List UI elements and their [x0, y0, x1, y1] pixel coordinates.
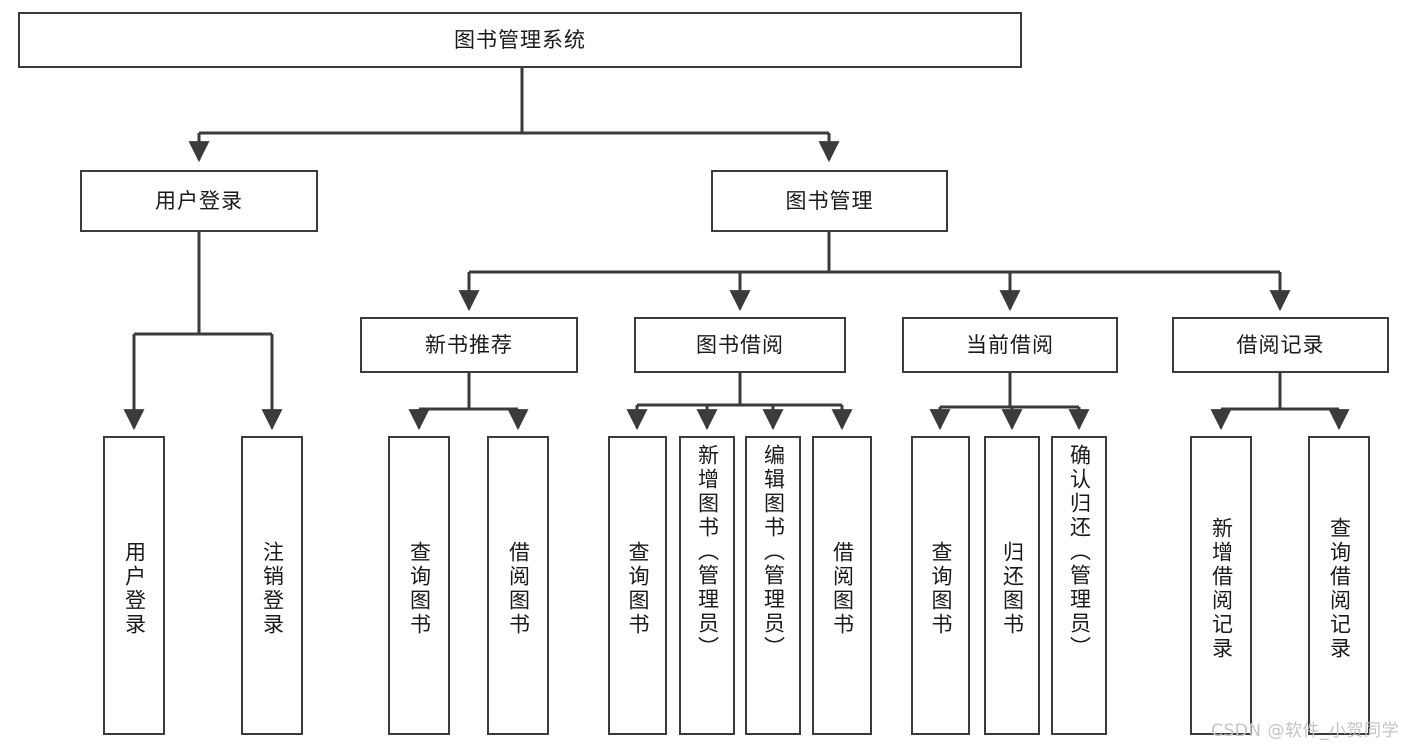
node-leaf-confirm-return-label: 确认归还（管理员）	[1067, 444, 1092, 660]
node-leaf-add-book[interactable]: 新增图书（管理员）	[679, 436, 735, 735]
node-leaf-query-book-borrow-label: 查询图书	[626, 540, 650, 637]
node-leaf-edit-book[interactable]: 编辑图书（管理员）	[745, 436, 801, 735]
node-leaf-logout-label: 注销登录	[260, 540, 285, 637]
node-leaf-add-record[interactable]: 新增借阅记录	[1190, 436, 1252, 735]
node-leaf-borrow-book-label: 借阅图书	[830, 540, 855, 637]
node-leaf-add-book-label: 新增图书（管理员）	[695, 444, 720, 660]
node-leaf-query-record[interactable]: 查询借阅记录	[1308, 436, 1370, 735]
node-new-book-rec-label: 新书推荐	[425, 332, 513, 357]
node-leaf-logout[interactable]: 注销登录	[241, 436, 303, 735]
node-book-manage-label: 图书管理	[785, 188, 874, 213]
watermark-text: CSDN @软件_小贺同学	[1211, 721, 1399, 741]
node-book-manage[interactable]: 图书管理	[711, 170, 948, 232]
node-leaf-borrow-book-rec[interactable]: 借阅图书	[487, 436, 549, 735]
node-leaf-query-record-label: 查询借阅记录	[1327, 516, 1352, 661]
node-leaf-return-book-label: 归还图书	[1000, 540, 1025, 637]
node-leaf-query-book-cur[interactable]: 查询图书	[911, 436, 970, 735]
node-borrow-record-label: 借阅记录	[1236, 332, 1325, 357]
node-leaf-query-book-rec-label: 查询图书	[407, 540, 432, 637]
node-leaf-user-login[interactable]: 用户登录	[103, 436, 165, 735]
node-leaf-confirm-return[interactable]: 确认归还（管理员）	[1051, 436, 1107, 735]
node-leaf-add-record-label: 新增借阅记录	[1209, 516, 1234, 661]
node-root-label: 图书管理系统	[454, 27, 586, 52]
node-leaf-borrow-book[interactable]: 借阅图书	[812, 436, 872, 735]
node-leaf-borrow-book-rec-label: 借阅图书	[506, 540, 531, 637]
node-book-borrow-label: 图书借阅	[696, 332, 784, 357]
node-user-login-label: 用户登录	[155, 188, 243, 213]
node-leaf-return-book[interactable]: 归还图书	[984, 436, 1040, 735]
node-leaf-edit-book-label: 编辑图书（管理员）	[761, 444, 786, 660]
node-new-book-rec[interactable]: 新书推荐	[360, 317, 578, 373]
node-current-borrow[interactable]: 当前借阅	[902, 317, 1118, 373]
node-user-login[interactable]: 用户登录	[80, 170, 318, 232]
node-book-borrow[interactable]: 图书借阅	[634, 317, 846, 373]
node-leaf-query-book-borrow[interactable]: 查询图书	[608, 436, 667, 735]
node-borrow-record[interactable]: 借阅记录	[1172, 317, 1389, 373]
node-leaf-query-book-rec[interactable]: 查询图书	[388, 436, 450, 735]
node-leaf-user-login-label: 用户登录	[122, 540, 147, 637]
node-root[interactable]: 图书管理系统	[18, 12, 1022, 68]
node-current-borrow-label: 当前借阅	[966, 332, 1054, 357]
node-leaf-query-book-cur-label: 查询图书	[929, 540, 953, 637]
